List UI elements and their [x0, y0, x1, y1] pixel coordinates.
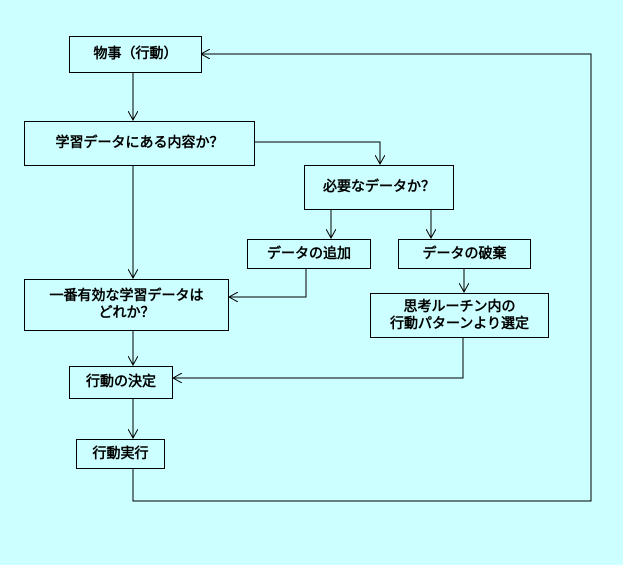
node-most-effective-data: 一番有効な学習データは どれか？ [24, 279, 229, 331]
node-in-learning-data: 学習データにある内容か？ [24, 121, 255, 166]
node-discard-data: データの破棄 [398, 239, 531, 269]
node-decide-action: 行動の決定 [69, 366, 173, 399]
node-thing-action: 物事（行動） [69, 36, 202, 73]
node-add-data: データの追加 [247, 239, 371, 269]
node-label: データの追加 [267, 245, 351, 262]
arrow-add-to-effective [229, 269, 307, 297]
node-label-line-1: 一番有効な学習データは [49, 288, 204, 304]
node-label: データの破棄 [422, 245, 507, 262]
node-label-line-2: 行動パターンより選定 [389, 315, 530, 332]
node-label-line-1: 思考ルーチン内の [403, 298, 516, 315]
node-label: 行動実行 [92, 445, 149, 462]
node-label-line-2: どれか？ [98, 305, 155, 321]
arrow-execute-loop-back [132, 54, 592, 502]
node-label: 物事（行動） [93, 46, 178, 62]
arrow-learning-to-needed [254, 141, 380, 164]
node-needed-data: 必要なデータか？ [304, 165, 454, 210]
node-label: 必要なデータか？ [323, 179, 435, 195]
node-execute-action: 行動実行 [76, 439, 165, 469]
node-label: 学習データにある内容か？ [55, 135, 224, 151]
node-select-from-patterns: 思考ルーチン内の 行動パターンより選定 [370, 293, 549, 338]
arrow-select-to-decide [173, 338, 464, 378]
node-label: 行動の決定 [86, 374, 156, 390]
